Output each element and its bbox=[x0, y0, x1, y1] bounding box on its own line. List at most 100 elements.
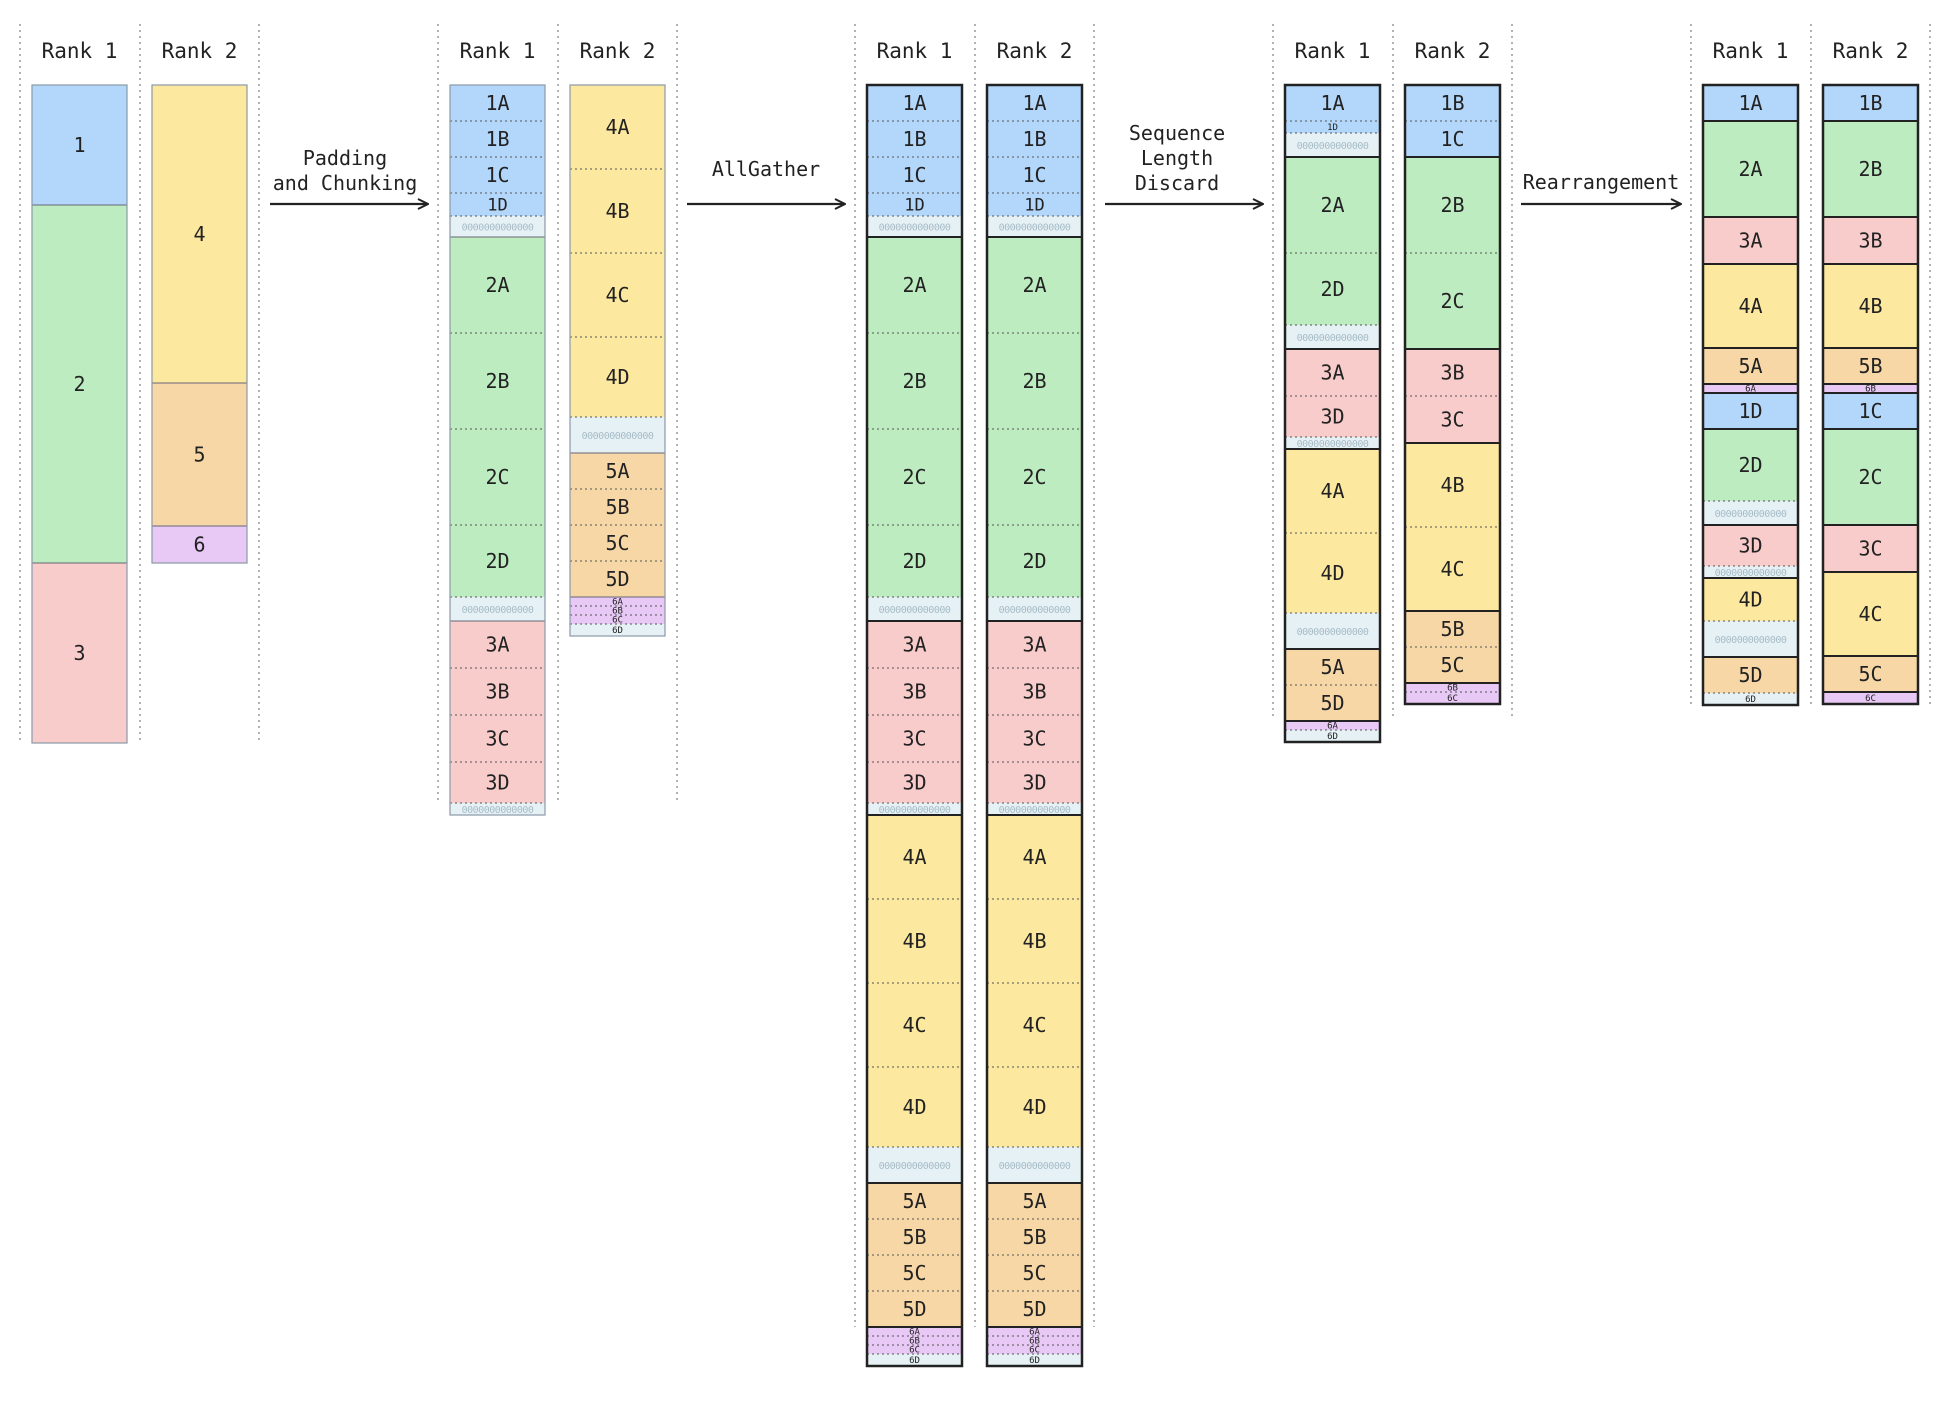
chunk-label: 6A bbox=[1745, 385, 1756, 395]
chunk-label: 1D bbox=[1327, 123, 1338, 133]
chunk-label: 5B bbox=[605, 495, 629, 519]
chunk-label: 3D bbox=[1738, 534, 1762, 558]
chunk-label: 2D bbox=[1738, 453, 1762, 477]
chunk-fill bbox=[867, 1219, 962, 1255]
chunk-block: 4B bbox=[1405, 443, 1500, 527]
chunk-label: 1C bbox=[1022, 163, 1046, 187]
chunk-block: 6D bbox=[1703, 693, 1798, 705]
padding-zeros: 0000000000000 bbox=[879, 223, 951, 234]
chunk-block: 3D bbox=[1703, 525, 1798, 566]
stage-discarded: Rank 11A1D00000000000002A2D0000000000000… bbox=[1272, 24, 1513, 744]
rank-frame bbox=[985, 83, 1084, 1368]
chunk-label: 6C bbox=[909, 1346, 920, 1356]
chunk-fill bbox=[867, 525, 962, 597]
chunk-label: 1B bbox=[1440, 91, 1464, 115]
chunk-label: 1D bbox=[904, 196, 924, 216]
chunk-block: 2C bbox=[450, 429, 545, 525]
chunk-label: 1C bbox=[485, 163, 509, 187]
chunk-label: 2C bbox=[1022, 465, 1046, 489]
chunk-block: 4D bbox=[867, 1067, 962, 1147]
chunk-block: 5C bbox=[1405, 647, 1500, 683]
chunk-block: 6D bbox=[867, 1354, 962, 1366]
chunk-label: 6C bbox=[1865, 694, 1876, 704]
chunk-label: 1C bbox=[1858, 399, 1882, 423]
rank-frame bbox=[1701, 83, 1800, 707]
chunk-block: 4D bbox=[1285, 533, 1380, 613]
chunk-label: 4A bbox=[1738, 294, 1762, 318]
chunk-fill bbox=[450, 715, 545, 762]
chunk-fill bbox=[987, 237, 1082, 333]
padding-zeros: 0000000000000 bbox=[879, 805, 951, 816]
chunk-label: 2D bbox=[485, 549, 509, 573]
chunk-label: 4B bbox=[605, 199, 629, 223]
arrow-rearrangement: Rearrangement bbox=[1521, 170, 1681, 204]
chunk-label: 1A bbox=[1022, 91, 1046, 115]
chunk-fill bbox=[867, 237, 962, 333]
chunk-block: 6B bbox=[1823, 384, 1918, 395]
chunk-label: 2C bbox=[1858, 465, 1882, 489]
chunk-label: 1 bbox=[73, 133, 85, 157]
chunk-label: 4D bbox=[902, 1095, 926, 1119]
chunk-fill bbox=[1405, 121, 1500, 157]
chunk-block: 6A bbox=[1703, 384, 1798, 395]
chunk-block: 5C bbox=[987, 1255, 1082, 1291]
chunk-label: 6A bbox=[612, 598, 623, 608]
chunk-fill bbox=[987, 899, 1082, 983]
chunk-block: 5B bbox=[987, 1219, 1082, 1255]
chunk-label: 5D bbox=[1022, 1297, 1046, 1321]
chunk-fill bbox=[867, 1183, 962, 1219]
chunk-label: 5D bbox=[1738, 663, 1762, 687]
chunk-label: 6C bbox=[612, 616, 623, 626]
chunk-fill bbox=[570, 624, 665, 636]
rank-title: Rank 2 bbox=[997, 39, 1073, 63]
chunk-label: 3D bbox=[902, 771, 926, 795]
chunk-block: 4D bbox=[1703, 578, 1798, 621]
chunk-block: 3B bbox=[1405, 349, 1500, 396]
chunk-label: 4A bbox=[605, 115, 629, 139]
chunk-fill bbox=[867, 157, 962, 193]
chunk-fill bbox=[1285, 437, 1380, 449]
padding-block: 0000000000000 bbox=[1703, 621, 1798, 657]
chunk-fill bbox=[1285, 613, 1380, 649]
chunk-block: 5C bbox=[867, 1255, 962, 1291]
chunk-fill bbox=[987, 1354, 1082, 1366]
chunk-fill bbox=[987, 157, 1082, 193]
chunk-fill bbox=[1823, 393, 1918, 429]
chunk-label: 3B bbox=[1858, 229, 1882, 253]
padding-block: 0000000000000 bbox=[1285, 613, 1380, 649]
chunk-fill bbox=[32, 85, 127, 205]
chunk-block: 6C bbox=[570, 615, 665, 626]
chunk-label: 6C bbox=[1029, 1346, 1040, 1356]
chunk-block: 6A bbox=[1285, 721, 1380, 732]
chunk-fill bbox=[1703, 121, 1798, 217]
padding-zeros: 0000000000000 bbox=[462, 805, 534, 816]
chunk-block: 4C bbox=[987, 983, 1082, 1067]
chunk-label: 4C bbox=[1022, 1013, 1046, 1037]
rank-title: Rank 1 bbox=[460, 39, 536, 63]
chunk-label: 5C bbox=[1440, 653, 1464, 677]
chunk-label: 6A bbox=[1327, 722, 1338, 732]
chunk-fill bbox=[1405, 443, 1500, 527]
chunk-fill bbox=[987, 597, 1082, 621]
rank-column: Rank 11A1D00000000000002A2D0000000000000… bbox=[1283, 39, 1382, 744]
padding-block: 0000000000000 bbox=[867, 216, 962, 237]
chunk-label: 5A bbox=[1022, 1189, 1046, 1213]
chunk-label: 4B bbox=[902, 929, 926, 953]
chunk-fill bbox=[1285, 325, 1380, 349]
chunk-fill bbox=[867, 1336, 962, 1345]
chunk-fill bbox=[570, 597, 665, 606]
chunk-block: 4D bbox=[987, 1067, 1082, 1147]
chunk-block: 1B bbox=[1405, 85, 1500, 121]
chunk-block: 4C bbox=[867, 983, 962, 1067]
chunk-fill bbox=[867, 762, 962, 803]
chunk-label: 3C bbox=[485, 727, 509, 751]
padding-zeros: 0000000000000 bbox=[462, 223, 534, 234]
padding-block: 0000000000000 bbox=[987, 597, 1082, 621]
padding-block: 0000000000000 bbox=[867, 597, 962, 621]
chunk-fill bbox=[1285, 649, 1380, 685]
chunk-block: 6A bbox=[570, 597, 665, 608]
chunk-fill bbox=[987, 1345, 1082, 1354]
chunk-fill bbox=[867, 1255, 962, 1291]
chunk-block: 4A bbox=[1703, 264, 1798, 348]
